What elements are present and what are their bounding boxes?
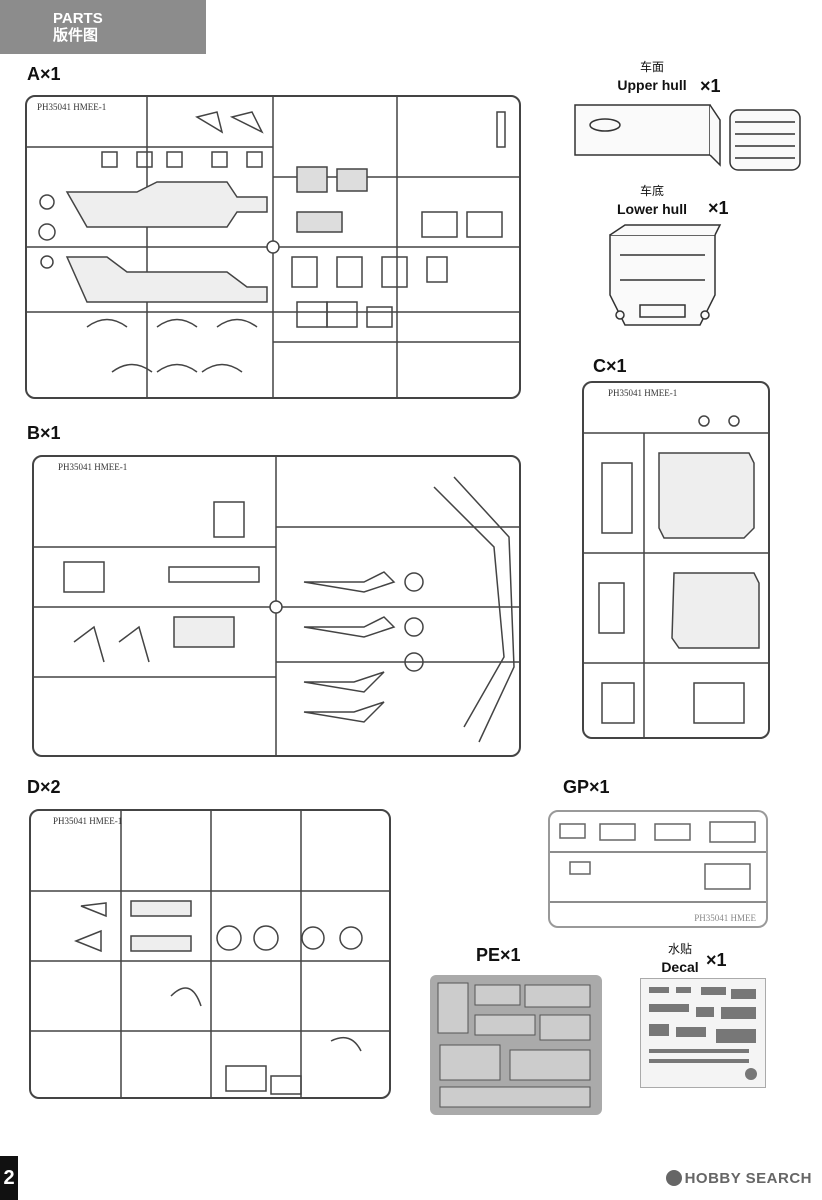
sprue-b: PH35041 HMEE-1: [32, 455, 521, 757]
decal-label-en: Decal: [661, 959, 699, 975]
decal-sheet-markings: [649, 987, 757, 1080]
sprue-c-parts: [584, 415, 768, 737]
sprue-d-code: PH35041 HMEE-1: [53, 816, 123, 826]
sprue-a-label: A×1: [27, 64, 61, 84]
watermark: HOBBY SEARCH: [665, 1170, 812, 1187]
upper-hull-label: 车面 Upper hull: [612, 58, 692, 94]
sprue-d-label: D×2: [27, 777, 61, 797]
pe-label: PE×1: [476, 945, 521, 965]
sprue-c: PH35041 HMEE-1: [582, 381, 770, 739]
sprue-b-label: B×1: [27, 423, 61, 443]
sprue-b-code: PH35041 HMEE-1: [58, 462, 128, 472]
lower-hull-label: 车底 Lower hull: [612, 182, 692, 218]
photo-etch-parts: [437, 982, 591, 1108]
sprue-gp-label: GP×1: [563, 777, 610, 797]
watermark-text: HOBBY SEARCH: [684, 1170, 812, 1187]
sprue-c-code: PH35041 HMEE-1: [608, 388, 678, 398]
lower-hull-qty: ×1: [708, 198, 729, 218]
decal-qty: ×1: [706, 950, 727, 970]
section-header: PARTS 版件图: [0, 0, 206, 54]
sprue-c-label: C×1: [593, 356, 627, 376]
decal-label: 水贴 Decal: [650, 940, 710, 976]
watermark-logo-icon: [665, 1170, 682, 1186]
sprue-a: PH35041 HMEE-1: [25, 95, 521, 399]
sprue-d-parts: [31, 811, 389, 1097]
lower-hull-drawing: [609, 224, 722, 326]
decal-sheet: [640, 978, 766, 1088]
section-title-en: PARTS: [53, 10, 103, 27]
sprue-d: PH35041 HMEE-1: [29, 809, 391, 1099]
sprue-gp-parts: [550, 821, 766, 903]
sprue-a-parts: [27, 97, 519, 397]
sprue-gp-code: PH35041 HMEE: [694, 913, 756, 923]
upper-hull-drawing: [574, 104, 801, 171]
page-number: 2: [0, 1156, 18, 1200]
sprue-gp: PH35041 HMEE: [548, 810, 768, 928]
lower-hull-label-cn: 车底: [639, 184, 664, 198]
photo-etch-fret: [430, 975, 602, 1115]
decal-label-cn: 水贴: [667, 942, 692, 956]
upper-hull-label-en: Upper hull: [617, 77, 687, 93]
sprue-b-parts: [34, 457, 519, 755]
upper-hull-label-cn: 车面: [639, 60, 664, 74]
lower-hull-label-en: Lower hull: [617, 201, 687, 217]
section-title-cn: 版件图: [53, 27, 99, 44]
upper-hull-qty: ×1: [700, 76, 721, 96]
sprue-a-code: PH35041 HMEE-1: [37, 102, 107, 112]
